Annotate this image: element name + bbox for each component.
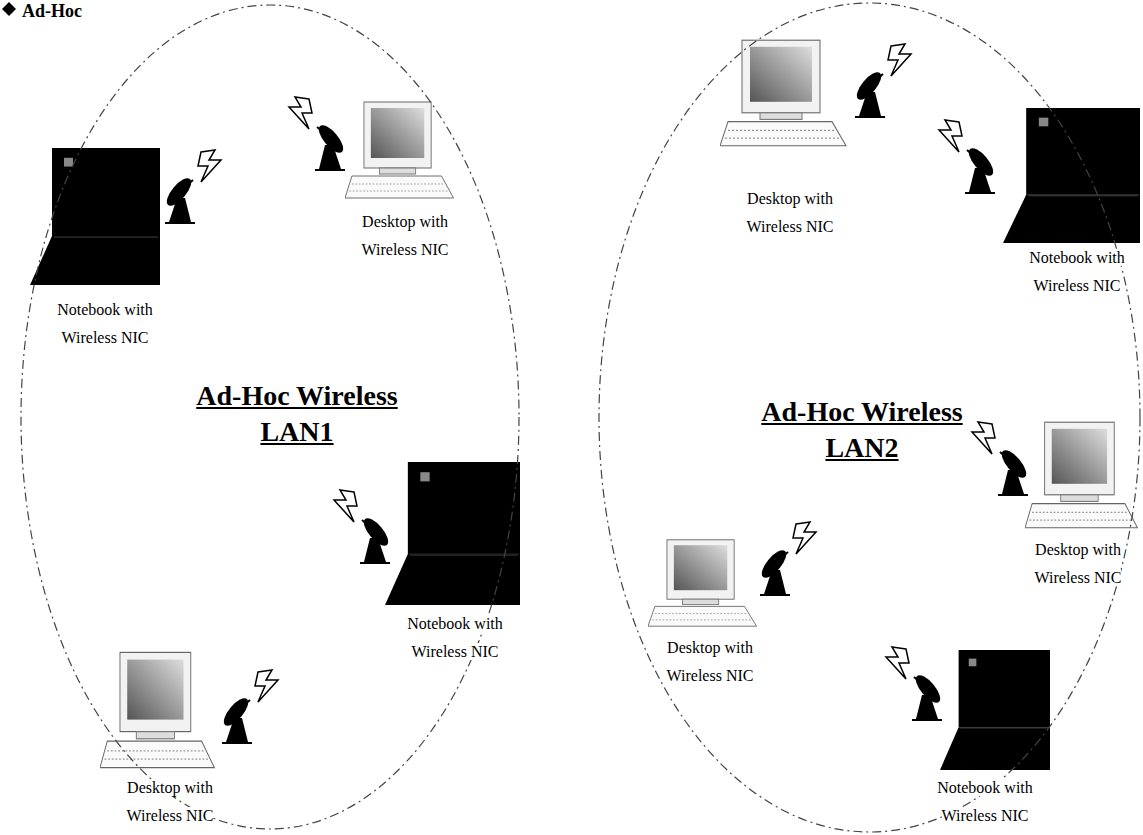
region-ellipse — [599, 3, 1140, 832]
device-label-box: Notebook with Wireless NIC — [40, 296, 170, 352]
device-label: Notebook with Wireless NIC — [407, 615, 503, 660]
device-label: Desktop with Wireless NIC — [127, 779, 214, 824]
device-node: Desktop with Wireless NIC — [720, 38, 915, 243]
device-node: Notebook with Wireless NIC — [30, 148, 225, 354]
device-node: Desktop with Wireless NIC — [645, 520, 820, 692]
region-title: Ad-Hoc Wireless LAN1 — [196, 380, 397, 447]
device-label-box: Desktop with Wireless NIC — [645, 634, 775, 690]
device-node: Desktop with Wireless NIC — [285, 95, 470, 266]
heading: Ad-Hoc — [22, 0, 82, 22]
device-label: Notebook with Wireless NIC — [937, 779, 1033, 824]
notebook-icon — [940, 650, 1050, 770]
device-label-box: Desktop with Wireless NIC — [340, 208, 470, 264]
device-label-box: Desktop with Wireless NIC — [725, 185, 855, 241]
device-label-box: Notebook with Wireless NIC — [920, 774, 1050, 830]
desktop-icon — [100, 652, 214, 767]
antenna-icon — [886, 647, 944, 720]
notebook-icon — [385, 462, 520, 605]
device-label: Notebook with Wireless NIC — [1029, 249, 1125, 294]
antenna-icon — [289, 97, 347, 170]
region-ellipse — [21, 5, 519, 829]
device-node: Notebook with Wireless NIC — [330, 462, 520, 668]
device-node: Desktop with Wireless NIC — [968, 420, 1143, 594]
network-region: Ad-Hoc Wireless LAN1Notebook with Wirele… — [20, 4, 520, 830]
desktop-icon — [345, 102, 454, 198]
device-label-box: Desktop with Wireless NIC — [105, 774, 235, 830]
antenna-icon — [163, 150, 221, 223]
notebook-icon — [1003, 108, 1140, 243]
device-label-box: Notebook with Wireless NIC — [1012, 244, 1142, 300]
bullet-diamond — [2, 2, 16, 16]
antenna-icon — [334, 490, 392, 563]
device-node: Notebook with Wireless NIC — [935, 108, 1142, 302]
device-label: Desktop with Wireless NIC — [747, 190, 834, 235]
device-label-box: Desktop with Wireless NIC — [1013, 536, 1143, 592]
device-node: Notebook with Wireless NIC — [882, 645, 1050, 832]
device-label-box: Notebook with Wireless NIC — [390, 610, 520, 666]
region-title-box: Ad-Hoc Wireless LAN2 — [727, 394, 997, 466]
antenna-icon — [972, 422, 1030, 495]
device-label: Desktop with Wireless NIC — [1035, 541, 1122, 586]
region-title: Ad-Hoc Wireless LAN2 — [761, 396, 962, 463]
antenna-icon — [853, 44, 911, 117]
device-label: Desktop with Wireless NIC — [362, 213, 449, 258]
region-title-box: Ad-Hoc Wireless LAN1 — [162, 378, 432, 450]
antenna-icon — [758, 522, 816, 595]
notebook-icon — [30, 148, 160, 285]
antenna-icon — [939, 120, 997, 193]
device-label: Notebook with Wireless NIC — [57, 301, 153, 346]
desktop-icon — [720, 40, 846, 146]
device-node: Desktop with Wireless NIC — [100, 650, 282, 832]
antenna-icon — [220, 670, 278, 743]
desktop-icon — [1025, 422, 1137, 528]
device-label: Desktop with Wireless NIC — [667, 639, 754, 684]
network-region: Ad-Hoc Wireless LAN2Desktop with Wireles… — [598, 2, 1141, 833]
desktop-icon — [648, 540, 757, 626]
